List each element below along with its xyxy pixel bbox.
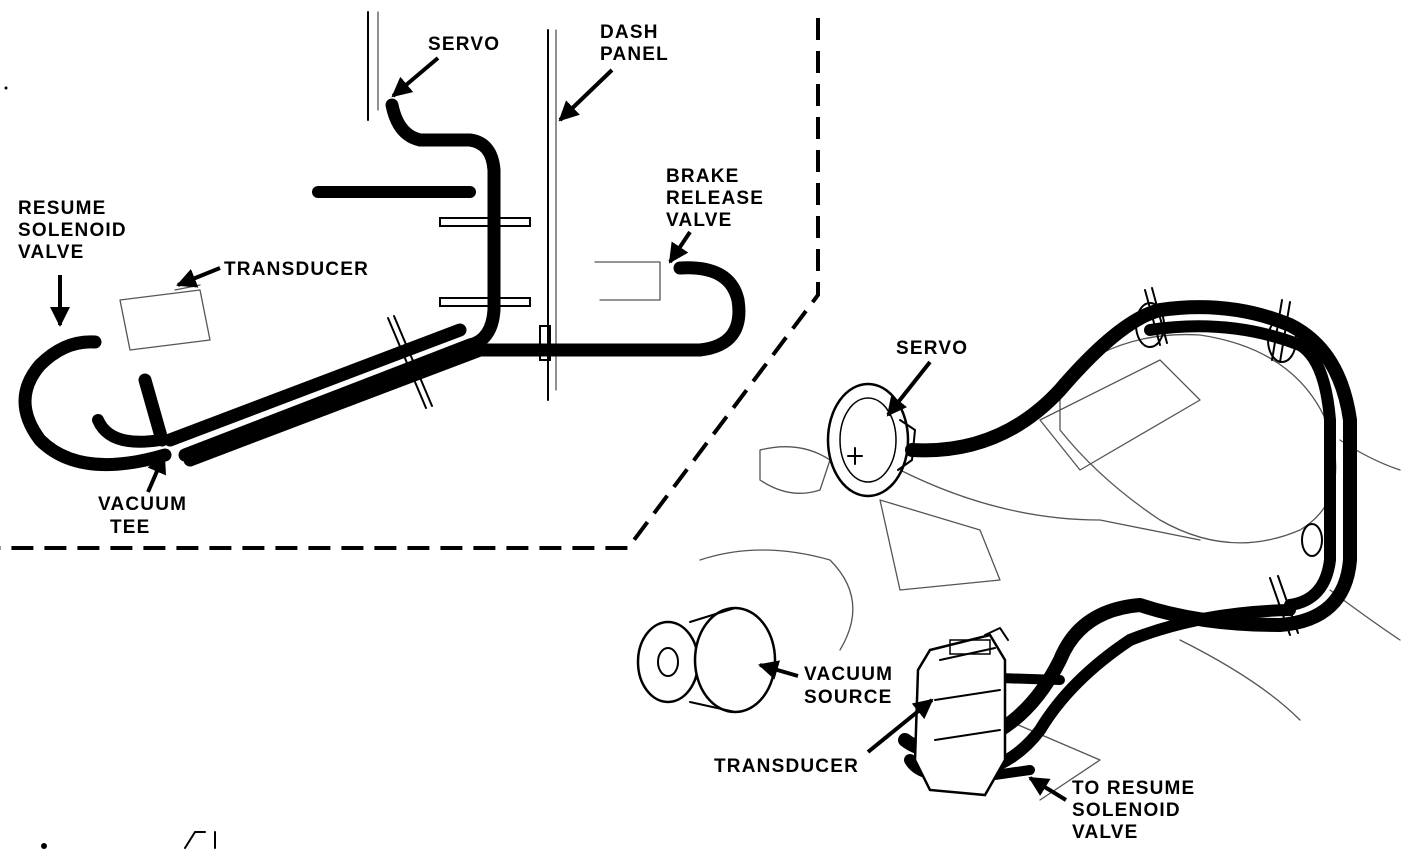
inset-transducer-arrow <box>176 266 221 288</box>
inset-servo-arrow <box>391 56 440 98</box>
inset-dashed-border <box>0 18 820 550</box>
brake-release-valve-label: BRAKE RELEASE VALVE <box>666 166 771 231</box>
vacuum-source-arrow <box>758 660 799 680</box>
resume-solenoid-loop <box>18 335 172 472</box>
engine-transducer-arrow <box>866 698 934 754</box>
engine-transducer-label: TRANSDUCER <box>714 756 859 777</box>
servo-vacuum-hose <box>178 98 501 462</box>
vacuum-tee-label: VACUUM TEE <box>98 494 194 538</box>
inset-transducer-label: TRANSDUCER <box>224 259 369 280</box>
vacuum-source-label: VACUUM SOURCE <box>804 664 900 708</box>
to-resume-solenoid-valve-arrow <box>1028 776 1068 802</box>
engine-transducer <box>913 627 1009 797</box>
engine-servo <box>826 382 916 498</box>
brake-release-valve-arrow <box>668 230 692 264</box>
dash-panel-wall <box>367 11 557 401</box>
dash-panel-label: DASH PANEL <box>600 22 669 65</box>
parallel-hose <box>163 323 467 447</box>
hose-clip-strap <box>387 217 551 409</box>
vacuum-tee-arrow <box>146 453 167 493</box>
inset-detail: SERVO DASH PANEL BRAKE RELEASE VALVE RES… <box>0 11 820 550</box>
scan-marks <box>4 86 216 849</box>
to-resume-solenoid-valve-label: TO RESUME SOLENOID VALVE <box>1072 778 1202 843</box>
dash-panel-arrow <box>558 68 614 122</box>
resume-solenoid-valve-label: RESUME SOLENOID VALVE <box>18 198 133 263</box>
inset-servo-label: SERVO <box>428 34 500 55</box>
engine-hose-clamps <box>1135 287 1323 636</box>
engine-servo-label: SERVO <box>896 338 968 359</box>
engine-servo-arrow <box>886 360 932 417</box>
vacuum-tee-fitting <box>138 373 169 447</box>
engine-compartment-view: SERVO VACUUM SOURCE TRANSDUCER TO RESUME… <box>636 287 1401 843</box>
vacuum-source-pulley <box>636 606 777 714</box>
brake-release-hose <box>183 261 746 467</box>
